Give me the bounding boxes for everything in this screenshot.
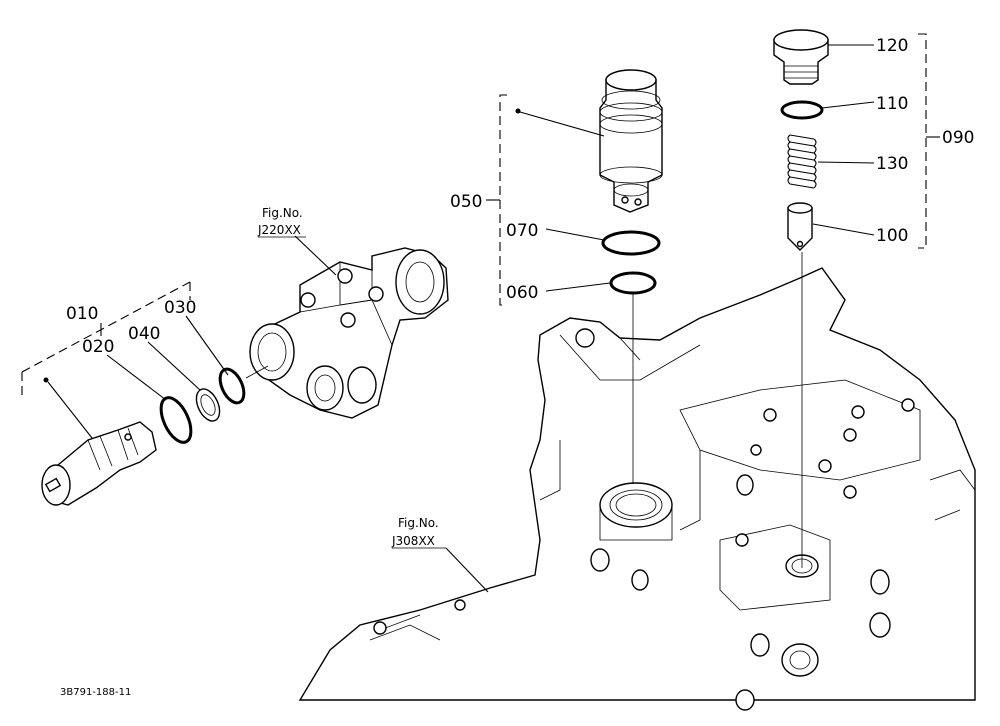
leader-070 bbox=[545, 228, 605, 241]
spring-130[interactable] bbox=[787, 134, 817, 189]
figref-j308-code[interactable]: J308XX bbox=[391, 534, 435, 548]
bracket-dot-010 bbox=[43, 377, 49, 383]
plug-120[interactable] bbox=[773, 29, 829, 85]
leader-010-dot bbox=[47, 381, 93, 439]
callout-060[interactable]: 060 bbox=[506, 283, 538, 303]
callout-020[interactable]: 020 bbox=[82, 337, 114, 357]
callout-130[interactable]: 130 bbox=[876, 154, 908, 174]
figref-j308-label[interactable]: Fig.No. bbox=[398, 516, 439, 530]
o-ring-110[interactable] bbox=[780, 100, 824, 120]
callout-030[interactable]: 030 bbox=[164, 298, 196, 318]
callout-010[interactable]: 010 bbox=[66, 304, 98, 324]
o-ring-070[interactable] bbox=[601, 230, 661, 256]
callout-050[interactable]: 050 bbox=[450, 192, 482, 212]
callout-070[interactable]: 070 bbox=[506, 221, 538, 241]
valve-housing-j220[interactable] bbox=[249, 247, 449, 419]
leader-j220 bbox=[294, 235, 337, 276]
poppet-100[interactable] bbox=[787, 202, 813, 251]
backup-ring-040[interactable] bbox=[192, 385, 224, 424]
callout-040[interactable]: 040 bbox=[128, 324, 160, 344]
o-ring-030[interactable] bbox=[215, 365, 248, 406]
assembly-axis-left bbox=[245, 365, 269, 379]
bracket-010 bbox=[21, 281, 191, 398]
relief-valve-050[interactable] bbox=[599, 69, 663, 213]
leader-j308 bbox=[445, 547, 489, 593]
o-ring-020[interactable] bbox=[155, 393, 197, 447]
bracket-dot-050 bbox=[515, 108, 521, 114]
main-valve-body-j308[interactable] bbox=[298, 267, 976, 711]
leader-110 bbox=[821, 101, 875, 109]
figref-j220-code[interactable]: J220XX bbox=[257, 223, 301, 237]
bracket-090 bbox=[918, 33, 927, 249]
leader-060 bbox=[545, 282, 611, 292]
leader-100 bbox=[812, 223, 875, 236]
leader-020 bbox=[106, 354, 167, 401]
o-ring-060[interactable] bbox=[609, 271, 657, 295]
callout-110[interactable]: 110 bbox=[876, 94, 908, 114]
relief-valve-cartridge-010[interactable] bbox=[41, 421, 157, 506]
leader-050-dot bbox=[519, 111, 605, 137]
figref-j220-label[interactable]: Fig.No. bbox=[262, 206, 303, 220]
callout-090[interactable]: 090 bbox=[942, 128, 974, 148]
callout-120[interactable]: 120 bbox=[876, 36, 908, 56]
leader-040 bbox=[147, 341, 201, 391]
drawing-number: 3B791-188-11 bbox=[60, 687, 131, 698]
callout-100[interactable]: 100 bbox=[876, 226, 908, 246]
leader-130 bbox=[817, 161, 875, 164]
bracket-050 bbox=[499, 94, 507, 306]
leader-030 bbox=[185, 315, 229, 376]
